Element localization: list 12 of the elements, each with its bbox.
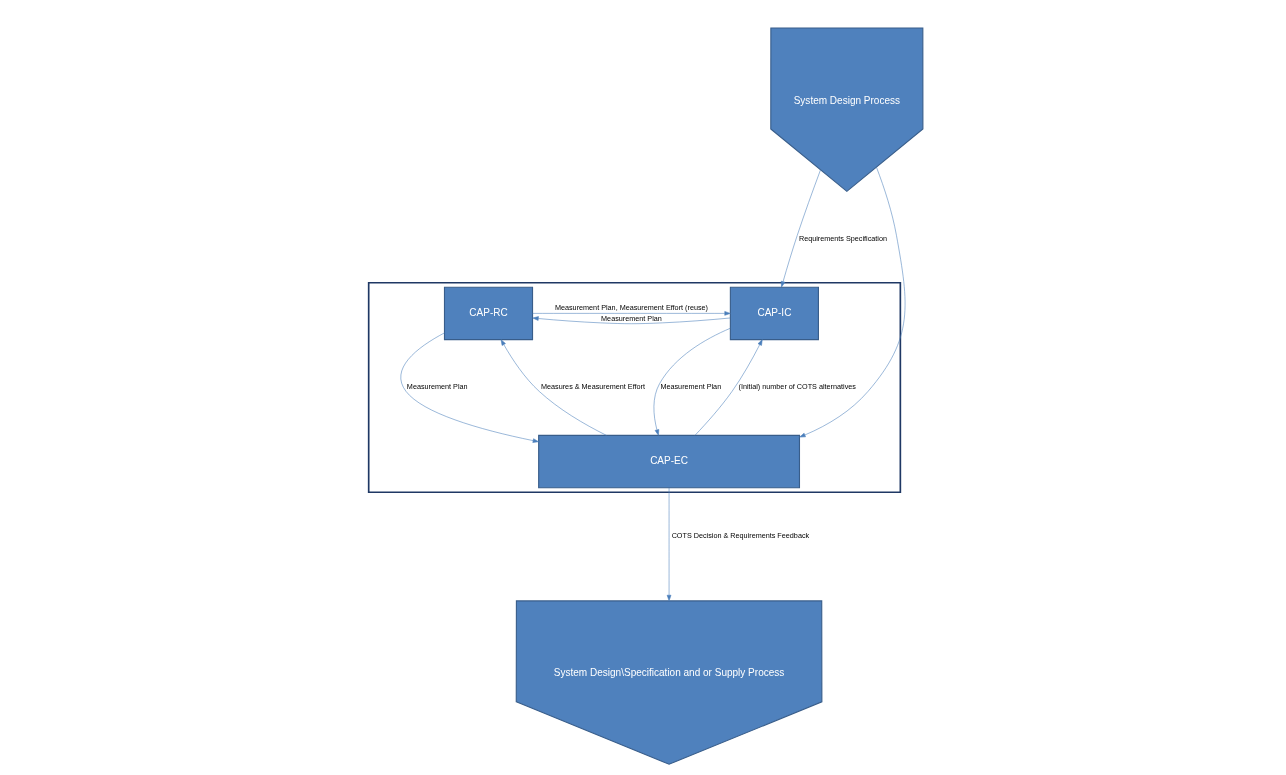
arrow — [532, 316, 730, 324]
node-box: CAP-EC — [537, 434, 800, 489]
node-box: CAP-RC — [443, 286, 533, 341]
arrow — [694, 339, 763, 436]
arrow — [653, 328, 731, 436]
node-box: CAP-IC — [729, 286, 819, 341]
arrow — [531, 311, 731, 316]
arrow — [400, 332, 539, 443]
arrow — [798, 166, 905, 438]
arrow — [500, 339, 607, 436]
arrow — [666, 487, 671, 602]
arrow — [780, 169, 821, 288]
